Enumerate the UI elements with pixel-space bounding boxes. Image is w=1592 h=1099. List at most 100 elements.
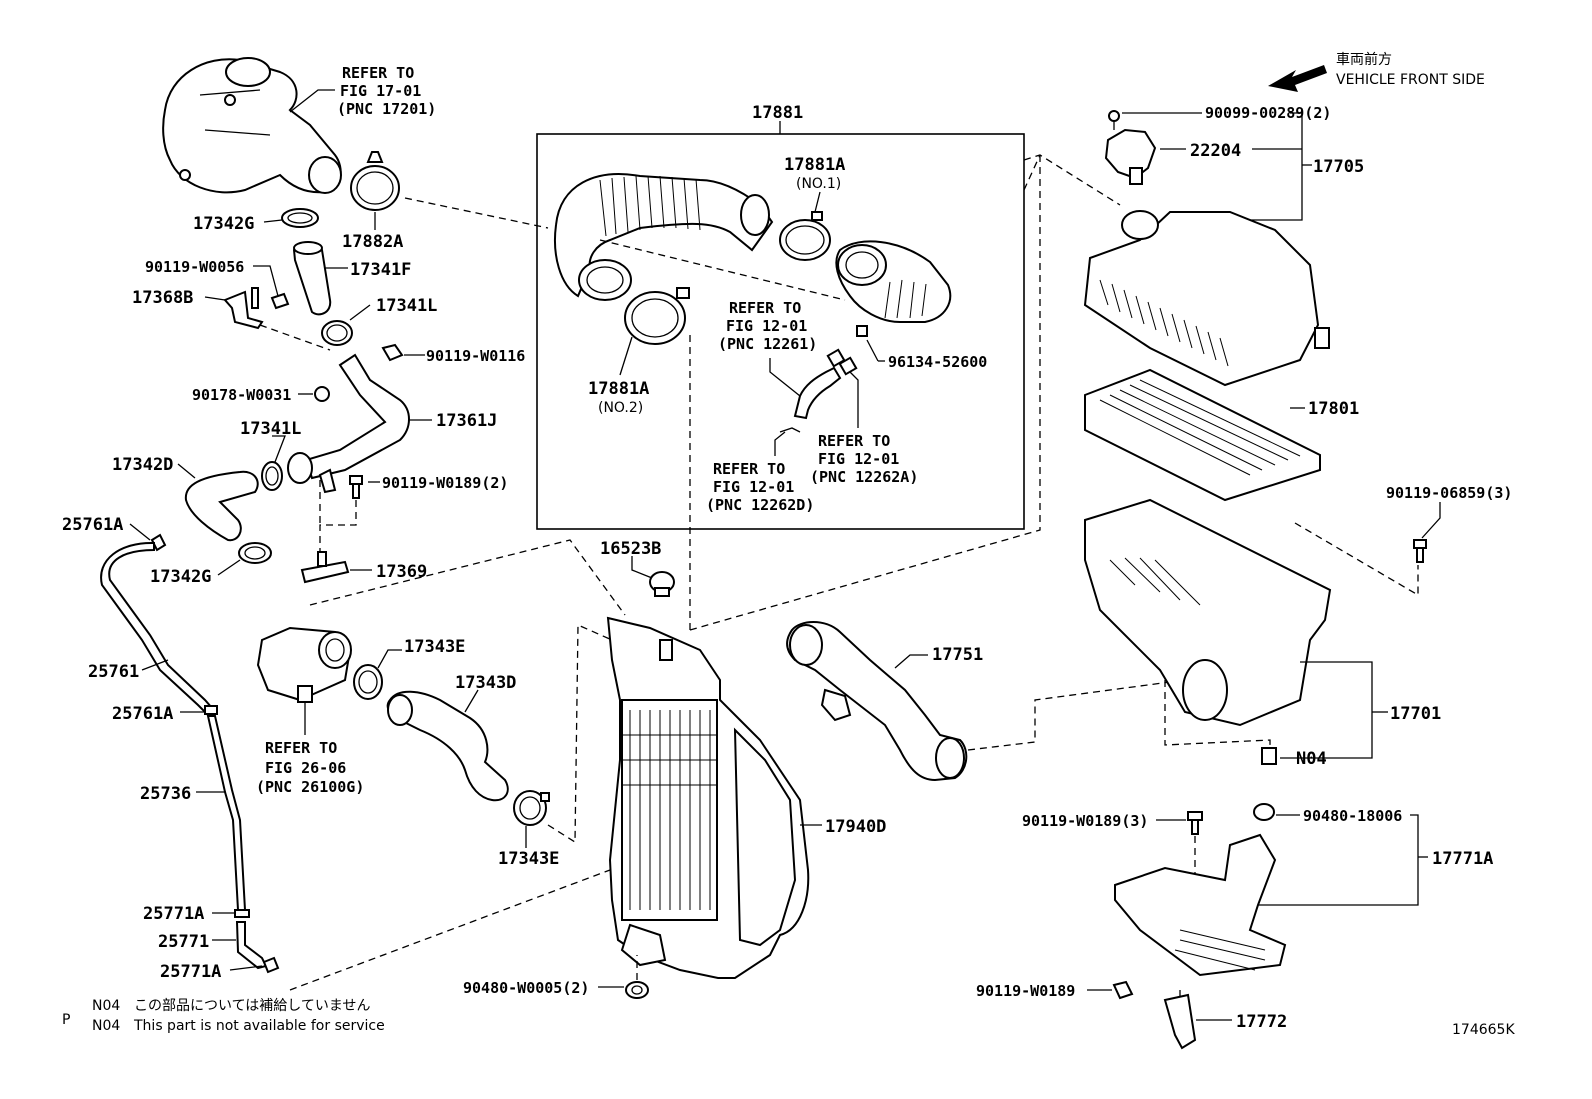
clamp-17882A-shape (350, 151, 400, 211)
bracket-17369-shape (300, 551, 350, 584)
label-25771A-top[interactable]: 25771A (143, 904, 204, 924)
label-90178-W0031[interactable]: 90178-W0031 (192, 386, 291, 404)
resonator-shape (835, 240, 952, 337)
label-17940D[interactable]: 17940D (825, 817, 886, 837)
intercooler-17940D-shape (606, 616, 810, 979)
label-17701[interactable]: 17701 (1390, 704, 1441, 724)
footnote: P N04 この部品については補給していません N04 This part is… (62, 998, 1515, 1038)
clamp-17341L-shape (261, 461, 283, 491)
label-17343E-top[interactable]: 17343E (404, 637, 465, 657)
grommet-90480-18006-shape (1253, 803, 1275, 821)
svg-text:REFER TO: REFER TO (729, 299, 801, 317)
label-16523B[interactable]: 16523B (600, 539, 661, 559)
svg-text:(PNC 12261): (PNC 12261) (718, 335, 817, 353)
label-17882A[interactable]: 17882A (342, 232, 403, 252)
label-90099-00289-2[interactable]: 90099-00289(2) (1205, 104, 1331, 122)
pipe-17361J-shape (287, 353, 410, 494)
clamp-17342G-shape (238, 542, 272, 564)
label-17801[interactable]: 17801 (1308, 399, 1359, 419)
sensor-22204-shape (1104, 128, 1157, 185)
label-25761[interactable]: 25761 (88, 662, 139, 682)
front-direction-en: VEHICLE FRONT SIDE (1336, 72, 1485, 88)
svg-text:FIG 12-01: FIG 12-01 (818, 450, 899, 468)
label-17772[interactable]: 17772 (1236, 1012, 1287, 1032)
label-17341F[interactable]: 17341F (350, 260, 411, 280)
air-filter-17801-shape (1084, 368, 1321, 502)
label-17369[interactable]: 17369 (376, 562, 427, 582)
svg-text:(PNC 17201): (PNC 17201) (337, 100, 436, 118)
label-22204[interactable]: 22204 (1190, 141, 1241, 161)
turbocharger-group (162, 57, 342, 194)
hose-set-17881-group: 17881 17881A (NO.1) (536, 103, 1025, 530)
clamp-17343E-shape (513, 790, 550, 826)
svg-text:FIG 12-01: FIG 12-01 (726, 317, 807, 335)
n04-note-jp: この部品については補給していません (134, 998, 370, 1014)
screw-90099-00289-shape (1108, 110, 1120, 130)
bracket-17368B-shape (223, 287, 290, 330)
label-17751[interactable]: 17751 (932, 645, 983, 665)
label-17705[interactable]: 17705 (1313, 157, 1364, 177)
label-90119-W0189-2[interactable]: 90119-W0189(2) (382, 474, 508, 492)
figure-id: 174665K (1452, 1022, 1515, 1038)
clamp-17881A-no1-shape (779, 211, 831, 261)
label-17368B[interactable]: 17368B (132, 288, 193, 308)
label-17361J[interactable]: 17361J (436, 411, 497, 431)
pcv-hose-shape (779, 348, 858, 433)
bolt-90119-W0189-2-shape (349, 475, 363, 499)
refer-12262A: REFER TO FIG 12-01 (PNC 12262A) (810, 432, 918, 486)
dash-connector-intercooler (289, 869, 611, 991)
label-90119-W0056[interactable]: 90119-W0056 (145, 258, 244, 276)
clip-25761A-top-shape (150, 533, 167, 552)
label-no2: (NO.2) (598, 400, 643, 416)
air-cleaner-cap-shape (1083, 210, 1330, 387)
svg-text:REFER TO: REFER TO (342, 64, 414, 82)
label-25771[interactable]: 25771 (158, 932, 209, 952)
label-90119-06859-3[interactable]: 90119-06859(3) (1386, 484, 1512, 502)
label-90119-W0189-3[interactable]: 90119-W0189(3) (1022, 812, 1148, 830)
bolt-90119-W0189-3-shape (1187, 811, 1203, 835)
front-arrow-icon (1268, 65, 1327, 92)
label-17342G-top[interactable]: 17342G (193, 214, 254, 234)
label-25771A[interactable]: 25771A (160, 962, 221, 982)
svg-text:FIG 26-06: FIG 26-06 (265, 759, 346, 777)
label-17342G[interactable]: 17342G (150, 567, 211, 587)
clamp-17342G-top-shape (281, 208, 319, 228)
label-N04[interactable]: N04 (1296, 749, 1327, 769)
air-cleaner-case-shape (1084, 498, 1332, 727)
front-direction-jp: 車両前方 (1336, 51, 1392, 68)
n04-code-en: N04 (92, 1018, 120, 1034)
label-17771A[interactable]: 17771A (1432, 849, 1493, 869)
hose-17341F-shape (292, 241, 332, 316)
label-25736[interactable]: 25736 (140, 784, 191, 804)
label-17881[interactable]: 17881 (752, 103, 803, 123)
label-90119-W0189[interactable]: 90119-W0189 (976, 982, 1075, 1000)
label-17341L-top[interactable]: 17341L (376, 296, 437, 316)
throttle-body-shape (256, 626, 352, 703)
bolt-90119-W0116-shape (381, 343, 404, 362)
refer-26100G: REFER TO FIG 26-06 (PNC 26100G) (256, 739, 364, 796)
label-90480-W0005-2[interactable]: 90480-W0005(2) (463, 979, 589, 997)
label-17341L[interactable]: 17341L (240, 419, 301, 439)
n04-code-jp: N04 (92, 998, 120, 1014)
label-17881A-no2[interactable]: 17881A (588, 379, 649, 399)
label-17343D[interactable]: 17343D (455, 673, 516, 693)
label-17342D[interactable]: 17342D (112, 455, 173, 475)
label-96134-52600[interactable]: 96134-52600 (888, 353, 987, 371)
grommet-16523B-shape (649, 571, 675, 597)
label-90480-18006[interactable]: 90480-18006 (1303, 807, 1402, 825)
svg-text:(PNC 12262A): (PNC 12262A) (810, 468, 918, 486)
label-17343E[interactable]: 17343E (498, 849, 559, 869)
label-25761A-top[interactable]: 25761A (62, 515, 123, 535)
bracket-17772-shape (1163, 993, 1197, 1050)
label-25761A[interactable]: 25761A (112, 704, 173, 724)
label-17881A-no1[interactable]: 17881A (784, 155, 845, 175)
refer-17201: REFER TO FIG 17-01 (PNC 17201) (337, 64, 436, 118)
bolt-90119-W0189-shape (1112, 980, 1134, 1000)
svg-text:FIG 12-01: FIG 12-01 (713, 478, 794, 496)
svg-text:FIG 17-01: FIG 17-01 (340, 82, 421, 100)
bracket-17771A-shape (1114, 833, 1287, 977)
vehicle-front-indicator: 車両前方 VEHICLE FRONT SIDE (1268, 51, 1485, 92)
label-90119-W0116[interactable]: 90119-W0116 (426, 347, 525, 365)
air-duct-17751-shape (786, 621, 968, 782)
